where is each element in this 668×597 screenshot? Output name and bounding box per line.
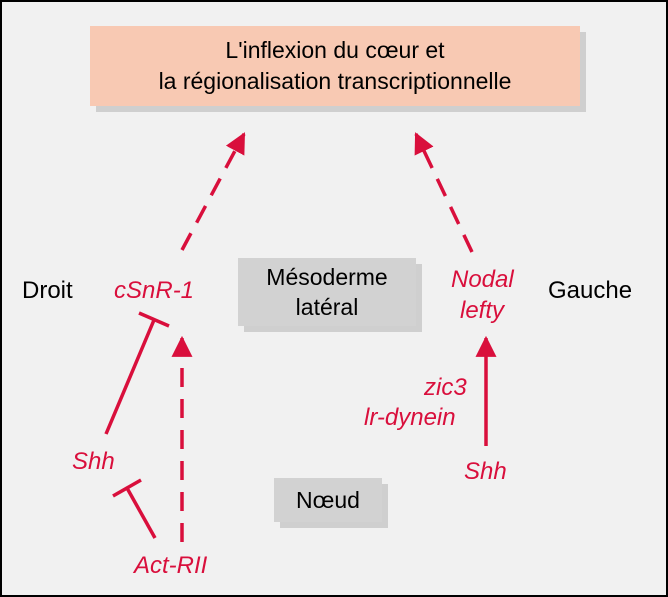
title-box: L'inflexion du cœur et la régionalisatio… <box>90 26 580 106</box>
title-line-1: L'inflexion du cœur et <box>225 37 445 63</box>
gene-act-rii: Act-RII <box>134 552 208 579</box>
gene-lr-dynein: lr-dynein <box>364 404 456 431</box>
side-label-right: Droit <box>22 277 73 304</box>
inhibition-actrii-shh-line <box>125 487 157 539</box>
gene-zic3: zic3 <box>424 374 467 401</box>
mesoderm-line-2: latéral <box>295 294 359 320</box>
gene-shh-right: Shh <box>72 448 115 475</box>
title-line-2: la régionalisation transcriptionnelle <box>158 68 512 94</box>
inhibition-actrii-shh-bar <box>112 478 142 498</box>
side-label-left: Gauche <box>548 277 633 304</box>
mesoderm-line-1: Mésoderme <box>266 264 388 290</box>
gene-csnr1: cSnR-1 <box>114 277 195 304</box>
gene-shh-left: Shh <box>464 458 507 485</box>
gene-nodal: Nodal <box>451 266 514 293</box>
gene-lefty: lefty <box>460 297 505 324</box>
node-label: Nœud <box>296 487 360 513</box>
arrow-csnr1-to-title <box>180 132 246 251</box>
arrow-nodal-to-title <box>414 132 474 253</box>
mesoderm-box: Mésoderme latéral <box>238 258 416 326</box>
inhibition-shh-csnr1-bar <box>138 311 170 328</box>
inhibition-shh-csnr1-line <box>104 319 156 435</box>
node-box: Nœud <box>274 478 382 522</box>
